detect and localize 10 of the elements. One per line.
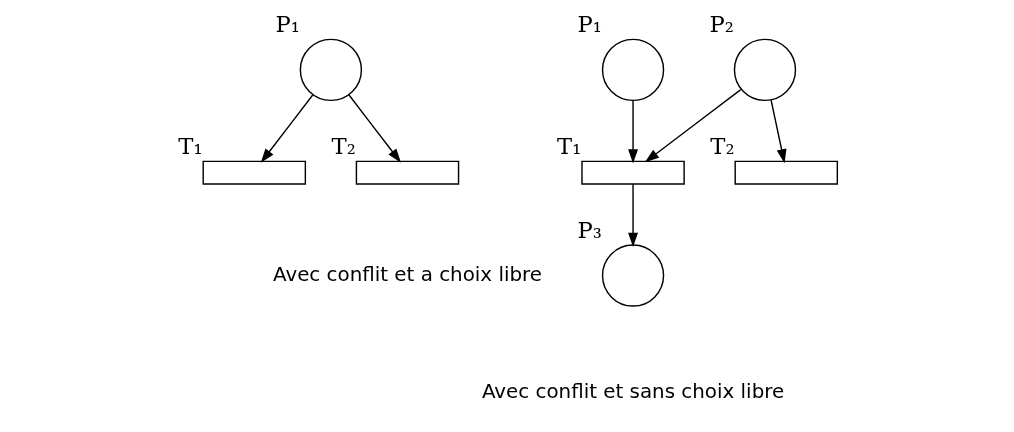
node-label: P₁ [577, 11, 602, 38]
node-label: P₃ [577, 216, 602, 243]
node-label: P₁ [274, 11, 300, 38]
label: Avec conflit et sans choix libre [481, 379, 784, 403]
node-label: T₁ [556, 133, 581, 160]
node-label: T₂ [709, 133, 735, 160]
label: Avec conflit et a choix libre [272, 262, 542, 286]
node-label: T₂ [331, 133, 356, 160]
node-label: P₂ [709, 11, 734, 38]
node-label: T₁ [177, 133, 203, 160]
